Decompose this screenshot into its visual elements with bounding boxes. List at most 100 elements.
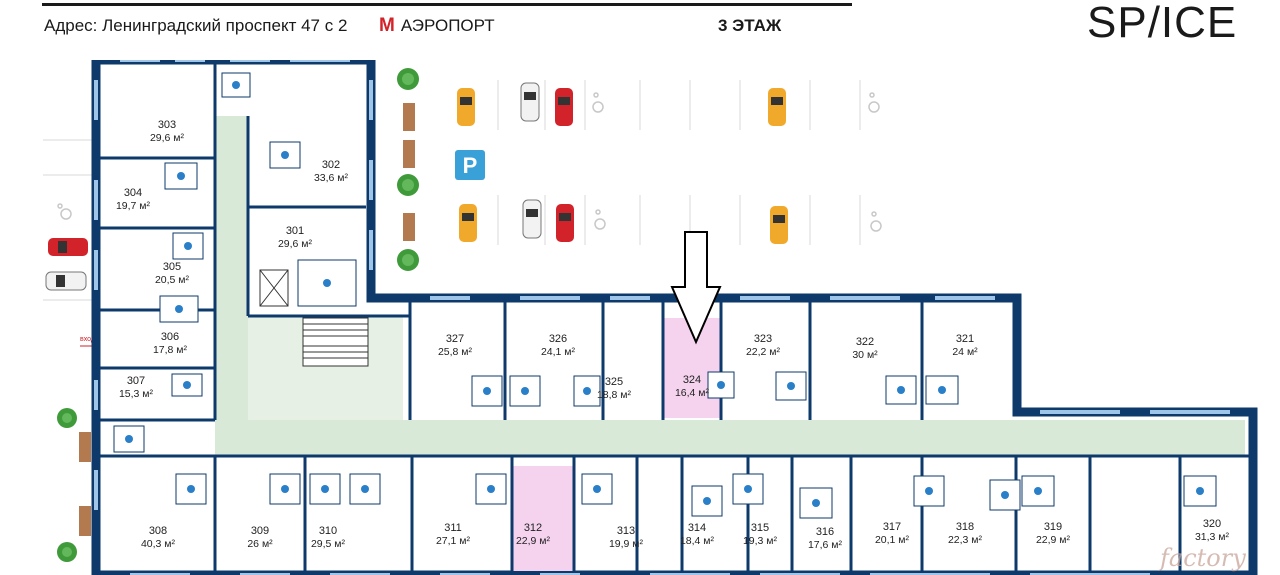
room-number-313: 313: [617, 525, 635, 537]
metro-station-name: АЭРОПОРТ: [400, 16, 495, 35]
room-number-317: 317: [883, 521, 901, 533]
room-area-302: 33,6 м²: [314, 172, 349, 184]
room-number-306: 306: [161, 331, 179, 343]
room-area-312: 22,9 м²: [516, 535, 551, 547]
bathroom-icon: [509, 375, 541, 407]
car-icon: [48, 238, 88, 256]
bathroom-icon: [732, 473, 764, 505]
bathroom-icon: [269, 473, 301, 505]
bathroom-icon: [989, 479, 1021, 511]
bathroom-icon: [913, 475, 945, 507]
room-area-320: 31,3 м²: [1195, 531, 1230, 543]
stairwell: [302, 317, 369, 367]
room-number-327: 327: [446, 333, 464, 345]
room-number-316: 316: [816, 526, 834, 538]
bench-icon: [403, 140, 415, 168]
room-area-316: 17,6 м²: [808, 539, 843, 551]
bathroom-icon: [475, 473, 507, 505]
bathroom-icon: [171, 373, 203, 397]
room-number-308: 308: [149, 525, 167, 537]
bathroom-icon: [471, 375, 503, 407]
bathroom-icon: [159, 295, 199, 323]
wheelchair-icon: [870, 211, 882, 232]
bathroom-icon: [221, 72, 251, 98]
bathroom-icon: [1021, 475, 1055, 507]
parking-sign-label: P: [463, 153, 478, 178]
bathroom-icon: [775, 371, 807, 401]
room-number-303: 303: [158, 119, 176, 131]
room-number-310: 310: [319, 525, 337, 537]
room-area-323: 22,2 м²: [746, 346, 781, 358]
car-icon: [555, 88, 573, 126]
room-number-312: 312: [524, 522, 542, 534]
room-number-323: 323: [754, 333, 772, 345]
floor-title: 3 ЭТАЖ: [718, 16, 782, 35]
bathroom-icon: [349, 473, 381, 505]
car-icon: [45, 271, 87, 291]
room-area-307: 15,3 м²: [119, 388, 154, 400]
bathroom-icon: [885, 375, 917, 405]
room-number-307: 307: [127, 375, 145, 387]
tree-icon: [57, 542, 77, 562]
room-area-317: 20,1 м²: [875, 534, 910, 546]
room-area-315: 19,3 м²: [743, 535, 778, 547]
room-area-322: 30 м²: [852, 349, 878, 361]
parking-sign-icon: P: [455, 150, 485, 180]
room-number-304: 304: [124, 187, 142, 199]
bathroom-icons: [113, 72, 1217, 519]
arrow-down-icon: [670, 231, 722, 345]
address-text: Адрес: Ленинградский проспект 47 с 2: [44, 16, 348, 35]
car-icon: [459, 204, 477, 242]
parking-area: [43, 80, 861, 301]
wheelchair-icon: [57, 203, 72, 220]
room-number-320: 320: [1203, 518, 1221, 530]
tree-icon: [397, 174, 419, 196]
room-area-319: 22,9 м²: [1036, 534, 1071, 546]
room-area-303: 29,6 м²: [150, 132, 185, 144]
room-number-318: 318: [956, 521, 974, 533]
room-number-324: 324: [683, 374, 701, 386]
bathroom-icon: [691, 485, 723, 517]
bench-icon: [79, 506, 91, 536]
room-number-321: 321: [956, 333, 974, 345]
room-area-309: 26 м²: [247, 538, 273, 550]
metro-station: M АЭРОПОРТ: [379, 15, 495, 37]
room-area-301: 29,6 м²: [278, 238, 313, 250]
windows: [94, 60, 1230, 575]
room-highlight-312: [512, 466, 574, 571]
room-area-327: 25,8 м²: [438, 346, 473, 358]
tree-icon: [397, 68, 419, 90]
watermark: factory: [1160, 544, 1246, 572]
car-icon: [457, 88, 475, 126]
room-number-301: 301: [286, 225, 304, 237]
car-icon: [768, 88, 786, 126]
car-icon: [770, 206, 788, 244]
bathroom-icon: [925, 375, 959, 405]
room-area-310: 29,5 м²: [311, 538, 346, 550]
room-number-322: 322: [856, 336, 874, 348]
bathroom-icon: [175, 473, 207, 505]
interior-walls: [100, 60, 1253, 575]
room-number-325: 325: [605, 376, 623, 388]
bathroom-icon: [581, 473, 613, 505]
wheelchair-icons: [57, 92, 882, 232]
corridor: [215, 116, 1245, 456]
room-area-304: 19,7 м²: [116, 200, 151, 212]
wheelchair-icon: [868, 92, 880, 113]
room-area-318: 22,3 м²: [948, 534, 983, 546]
bathroom-icon: [113, 425, 145, 453]
bathroom-icon: [269, 141, 301, 169]
room-number-309: 309: [251, 525, 269, 537]
room-area-308: 40,3 м²: [141, 538, 176, 550]
room-number-315: 315: [751, 522, 769, 534]
elevator-icon: [259, 269, 289, 307]
car-icon: [556, 204, 574, 242]
metro-icon: M: [379, 15, 395, 36]
bench-icon: [403, 103, 415, 131]
header-rule: [42, 3, 852, 6]
room-area-311: 27,1 м²: [436, 535, 471, 547]
bathroom-icon: [1183, 475, 1217, 507]
room-area-321: 24 м²: [952, 346, 978, 358]
room-area-306: 17,8 м²: [153, 344, 188, 356]
bathroom-icon: [164, 162, 198, 190]
